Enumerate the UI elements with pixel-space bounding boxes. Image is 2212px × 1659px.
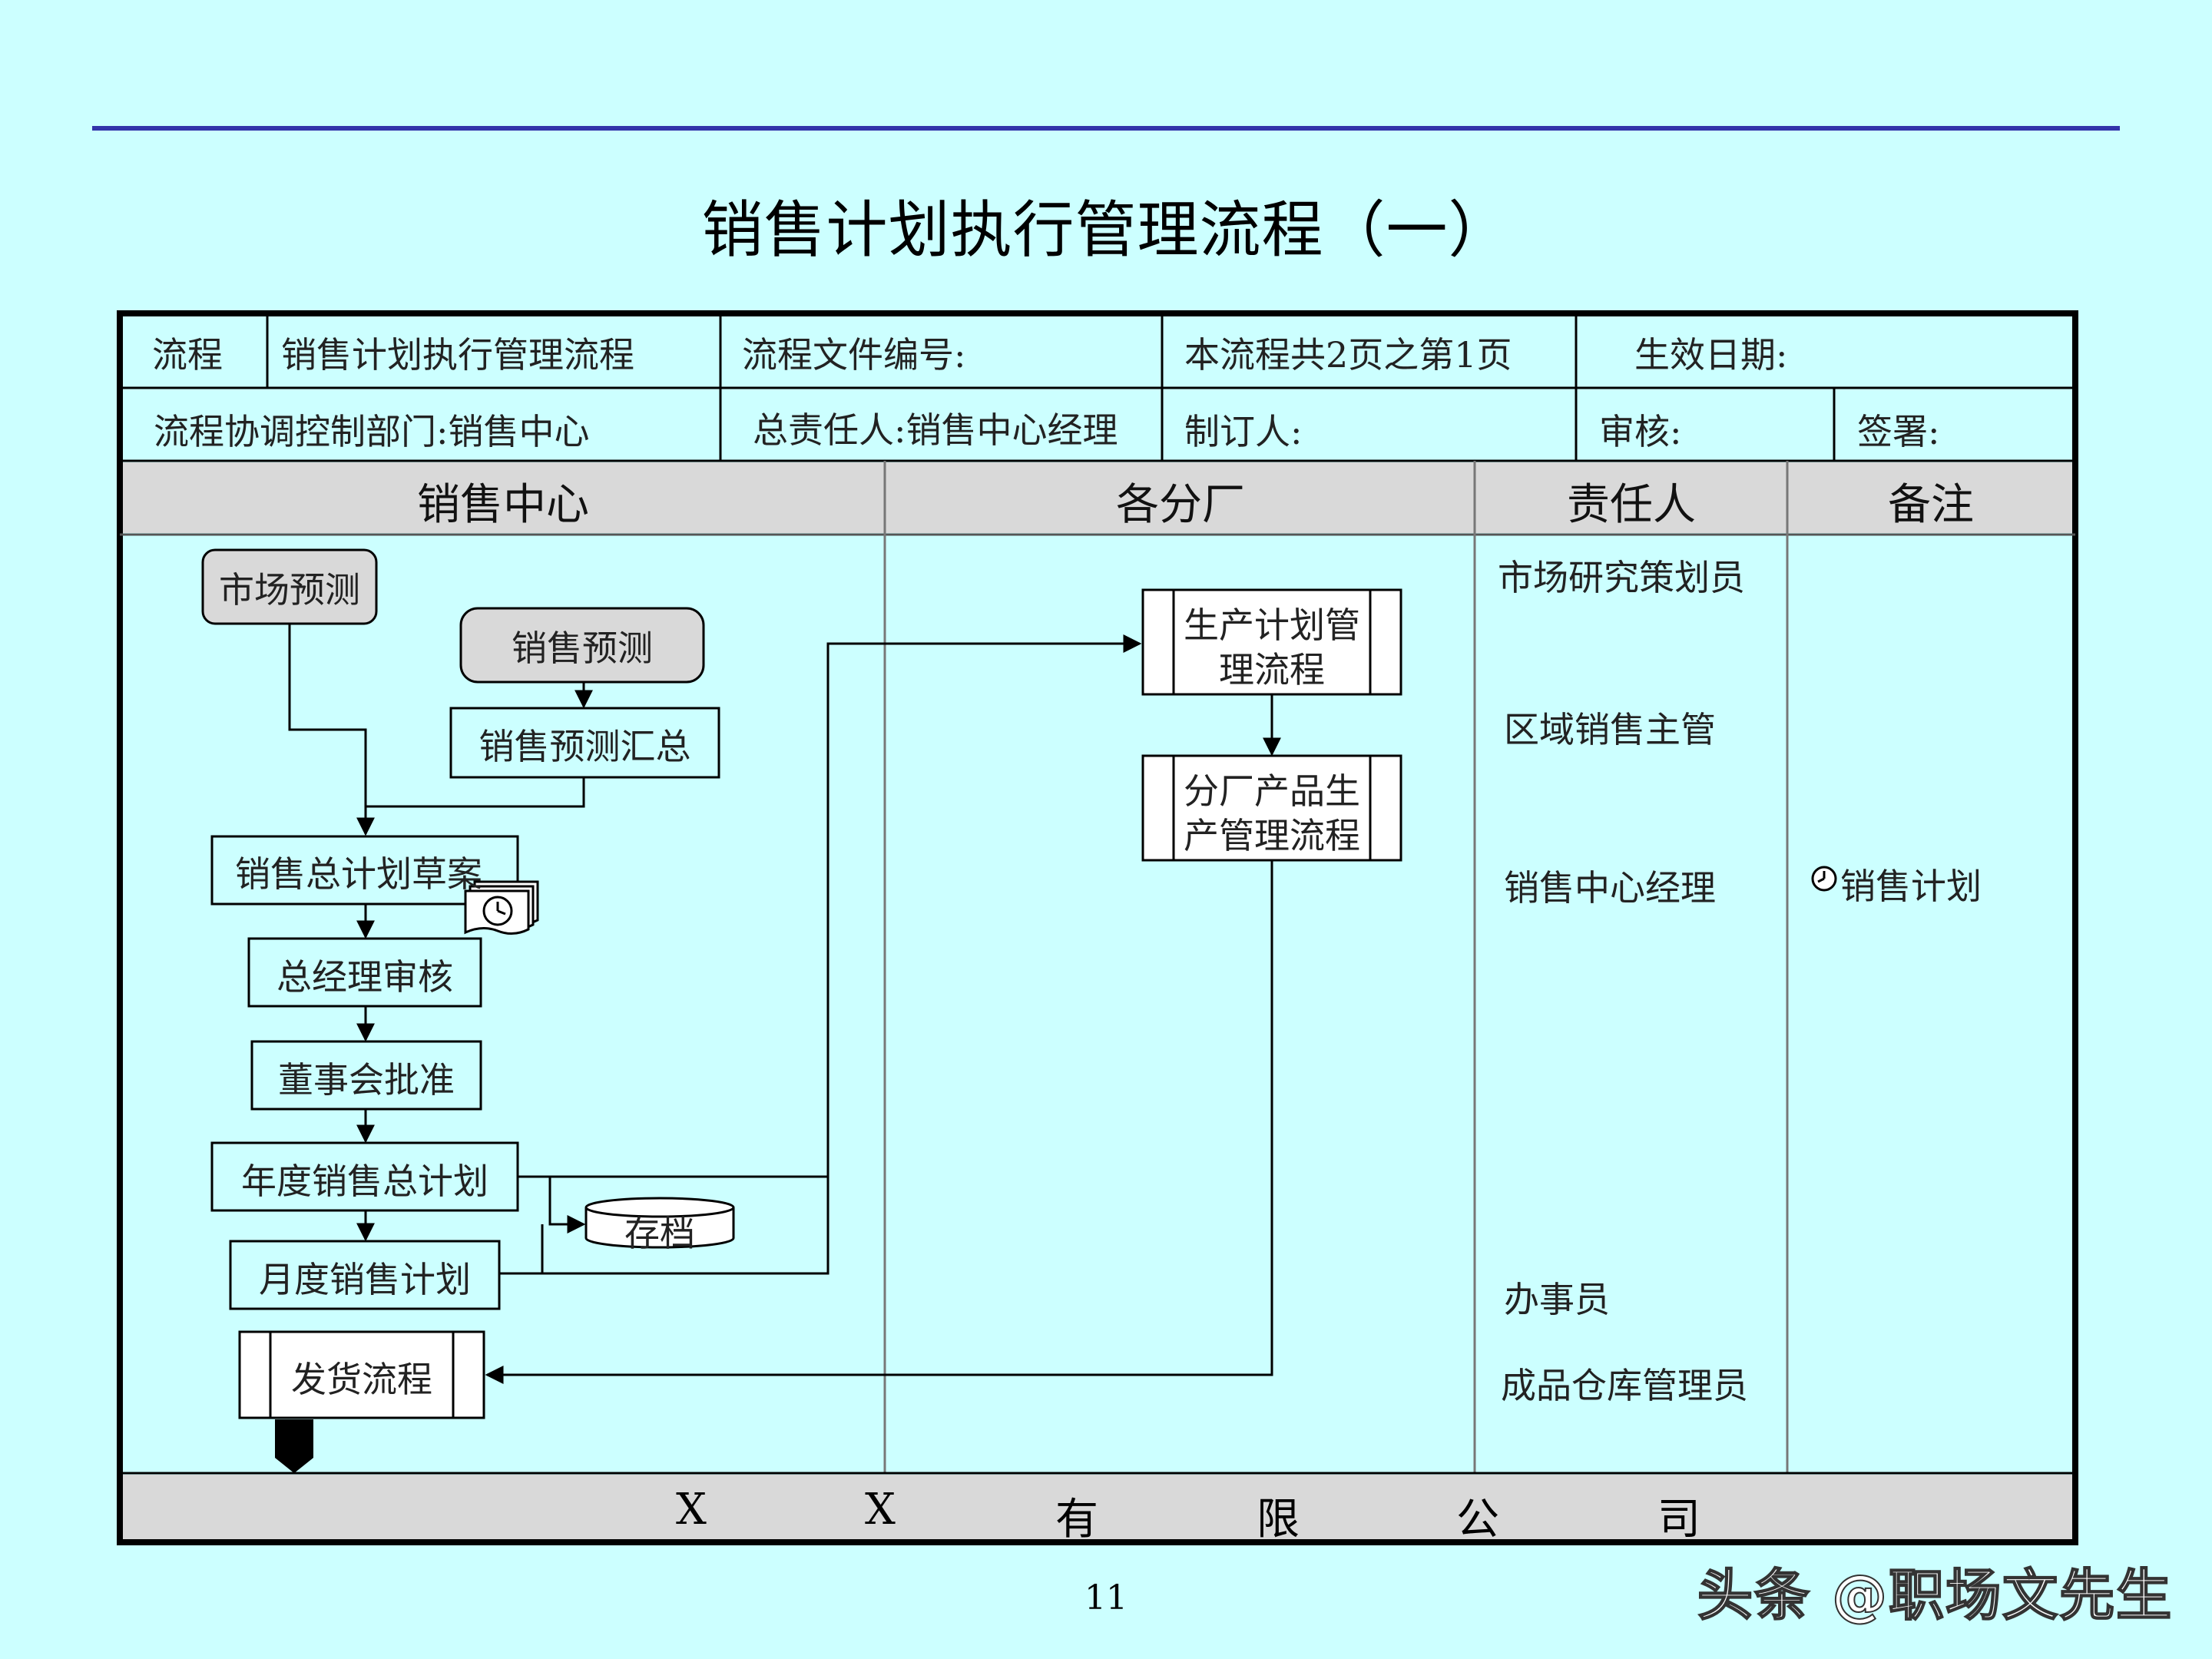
footer-char-2: X [865,1485,896,1535]
node-market-forecast-label: 市场预测 [219,569,360,611]
node-plan-draft-label: 销售总计划草案 [235,853,482,895]
document-stack-icon [464,880,539,935]
responsible-2: 区域销售主管 [1504,709,1716,750]
node-archive-label: 存档 [624,1213,695,1254]
responsible-4: 办事员 [1504,1279,1610,1320]
node-gm-review-label: 总经理审核 [276,956,453,998]
note-1: 销售计划 [1840,866,1982,907]
watermark: 头条 @职场文先生 [1697,1562,2174,1628]
top-divider-line [92,126,2120,131]
node-branch-production-line2: 产管理流程 [1184,815,1360,856]
footer-char-4: 限 [1257,1495,1300,1545]
outer-frame [117,310,2078,1545]
column-header-note: 备注 [1888,480,1974,530]
node-forecast-summary [449,707,720,779]
header-flow-label: 流程 [152,334,223,376]
footer-band [123,1475,2072,1539]
node-branch-production-line1: 分厂产品生 [1184,770,1360,812]
node-production-plan [1141,588,1402,696]
node-shipping-label: 发货流程 [291,1359,432,1400]
node-gm-review [247,937,482,1008]
node-archive [584,1197,735,1249]
node-sales-forecast [459,607,705,684]
page-number: 11 [1084,1578,1128,1618]
header-pages: 本流程共2页之第1页 [1184,334,1512,376]
header-effective-date: 生效日期: [1634,334,1788,376]
column-header-band [123,462,2072,533]
header-doc-no: 流程文件编号: [742,334,966,376]
node-monthly-plan-label: 月度销售计划 [259,1259,471,1300]
header-sign: 签署: [1857,411,1940,452]
responsible-3: 销售中心经理 [1504,867,1716,909]
column-header-sales: 销售中心 [417,480,589,530]
clock-icon [1811,866,1837,892]
node-sales-forecast-label: 销售预测 [512,628,653,669]
footer-char-6: 司 [1657,1495,1700,1545]
node-production-plan-line2: 理流程 [1219,649,1325,690]
responsible-5: 成品仓库管理员 [1501,1365,1748,1406]
responsible-1: 市场研究策划员 [1498,557,1745,598]
connectors [288,624,1281,1384]
node-forecast-summary-label: 销售预测汇总 [478,726,691,767]
node-shipping [238,1330,485,1419]
column-header-person: 责任人 [1567,480,1696,530]
header-dept: 流程协调控制部门:销售中心 [154,411,590,452]
header-maker: 制订人: [1184,411,1303,452]
page-title: 销售计划执行管理流程（一） [701,194,1511,266]
node-annual-plan [210,1141,519,1212]
node-monthly-plan [229,1240,501,1310]
node-branch-production [1141,754,1402,862]
node-board-approve-label: 董事会批准 [278,1059,455,1101]
node-annual-plan-label: 年度销售总计划 [241,1161,488,1202]
node-board-approve [250,1040,482,1111]
header-owner: 总责任人:销售中心经理 [753,409,1118,451]
footer-char-3: 有 [1055,1495,1098,1545]
header-flow-name: 销售计划执行管理流程 [281,334,634,376]
footer-char-1: X [676,1485,707,1535]
footer-char-5: 公 [1456,1495,1499,1545]
column-header-branch: 各分厂 [1116,480,1245,530]
node-production-plan-line1: 生产计划管 [1184,604,1360,646]
header-review: 审核: [1599,411,1682,452]
offpage-connector-icon [275,1419,313,1473]
